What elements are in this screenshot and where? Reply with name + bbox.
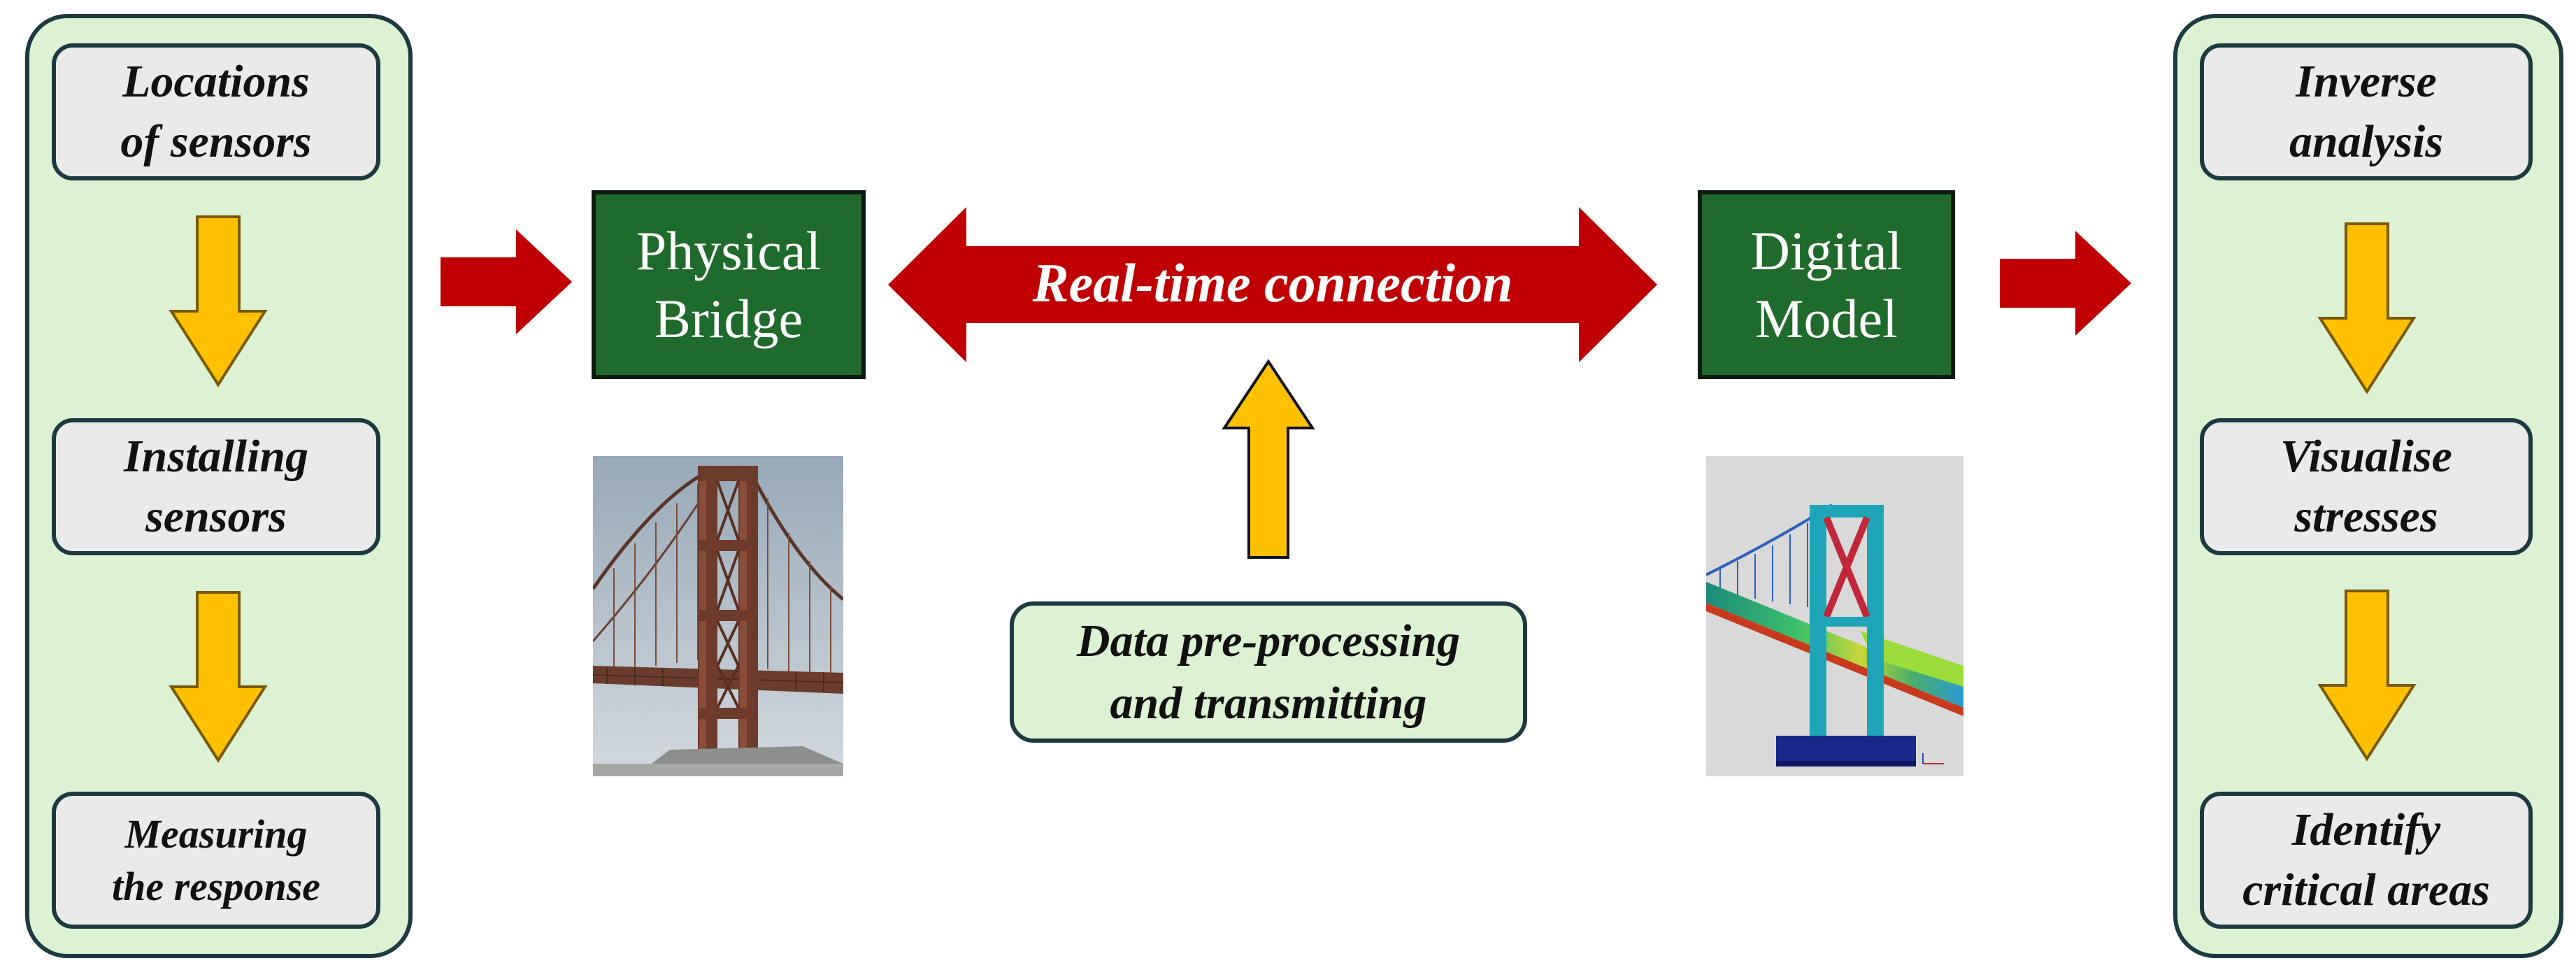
digital-model-image [1706,456,1963,776]
step-visualise-stresses: Visualise stresses [2200,418,2533,555]
red-arrow-left-input [441,229,572,334]
down-arrow-left-2 [169,591,268,763]
step-locations-of-sensors: Locations of sensors [52,43,380,180]
down-arrow-left-1 [169,215,268,387]
physical-bridge-photo [593,456,843,776]
real-time-connection-label: Real-time connection [1032,252,1513,313]
real-time-connection-arrow [888,207,1657,362]
down-arrow-right-1 [2317,222,2417,394]
step-installing-sensors: Installing sensors [52,418,380,555]
step-identify-critical-areas: Identify critical areas [2200,792,2533,929]
red-arrow-right-output [2000,231,2131,336]
physical-bridge-box: Physical Bridge [592,190,866,379]
step-inverse-analysis: Inverse analysis [2200,43,2533,180]
up-arrow-data [1222,359,1315,559]
step-measuring-the-response: Measuring the response [52,792,380,929]
data-preprocessing-box: Data pre-processing and transmitting [1010,601,1527,743]
digital-model-box: Digital Model [1698,190,1955,379]
down-arrow-right-2 [2317,590,2417,762]
